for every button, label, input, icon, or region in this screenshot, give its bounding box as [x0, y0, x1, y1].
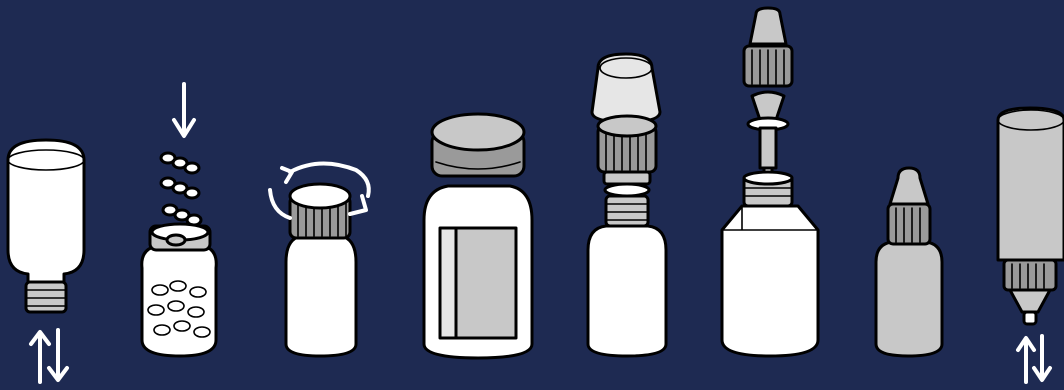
tamper-cap-bottle-icon — [588, 54, 666, 356]
pill-icon — [161, 153, 201, 225]
inverted-bottle-icon — [8, 140, 84, 382]
inverted-dropper-bottle-icon — [998, 108, 1064, 382]
dropper-assembly-icon — [722, 8, 818, 356]
screw-cap-bottle-icon — [270, 163, 369, 356]
crimp-vial-icon — [424, 114, 532, 358]
pill-bottle-icon — [142, 84, 216, 356]
dropper-bottle-icon — [876, 168, 942, 356]
